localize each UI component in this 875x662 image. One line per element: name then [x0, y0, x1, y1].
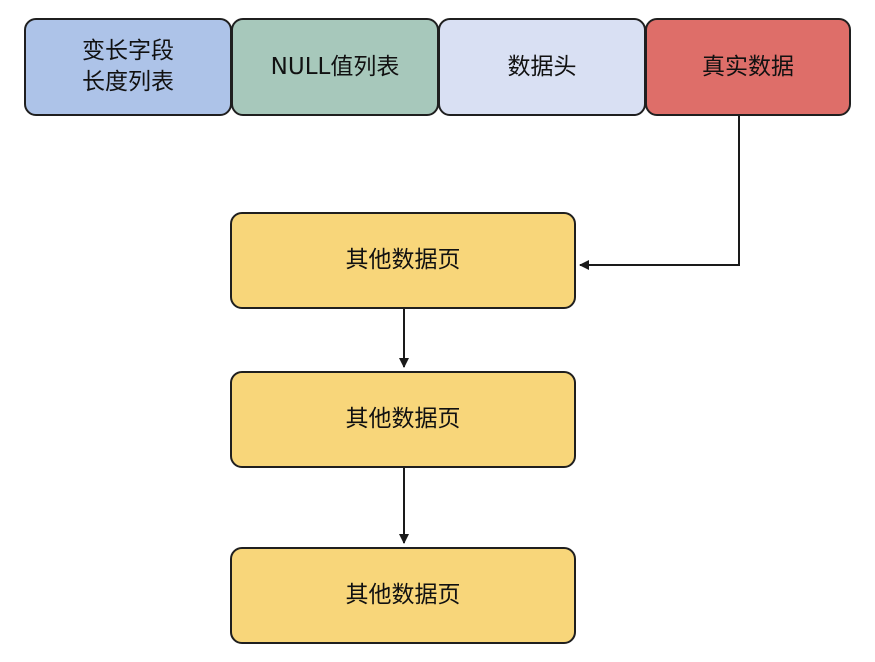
- record-segment-data-header: 数据头: [438, 18, 646, 116]
- overflow-page-1: 其他数据页: [230, 212, 576, 309]
- record-segment-null-value-list: NULL值列表: [231, 18, 439, 116]
- overflow-page-label: 其他数据页: [345, 582, 461, 608]
- overflow-page-label: 其他数据页: [345, 247, 461, 273]
- arrow-real-data-to-page-1: [579, 116, 740, 270]
- overflow-page-label: 其他数据页: [345, 406, 461, 432]
- segment-label: 数据头: [507, 53, 577, 80]
- record-segment-variable-length-field-list: 变长字段 长度列表: [24, 18, 232, 116]
- record-segment-real-data: 真实数据: [645, 18, 851, 116]
- overflow-page-2: 其他数据页: [230, 371, 576, 468]
- segment-label: 真实数据: [702, 53, 794, 80]
- segment-label-line1: 变长字段: [82, 38, 174, 64]
- overflow-page-3: 其他数据页: [230, 547, 576, 644]
- segment-label-line2: 长度列表: [82, 69, 174, 95]
- segment-label: NULL值列表: [270, 53, 400, 80]
